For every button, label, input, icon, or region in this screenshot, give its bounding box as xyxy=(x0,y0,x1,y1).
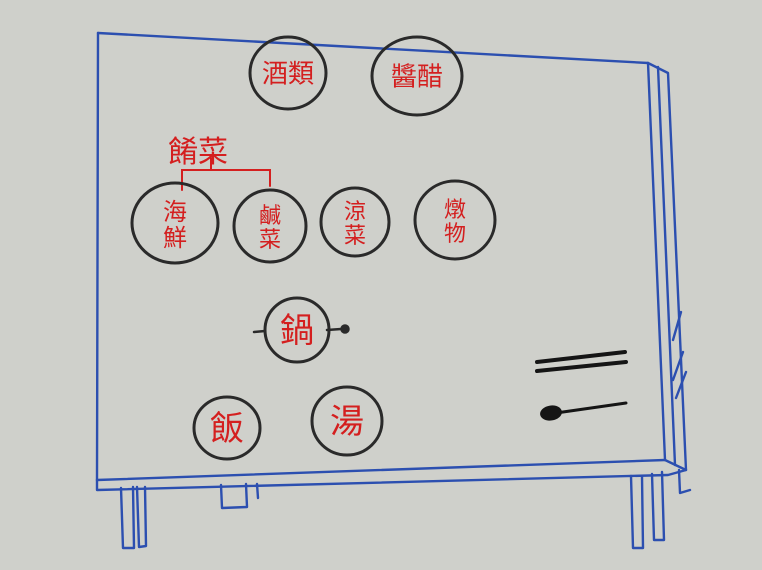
dish-circle-seafood xyxy=(130,181,220,265)
table-leg-middle xyxy=(219,482,249,510)
dish-sauces: 醬醋 xyxy=(370,35,464,117)
group-label: 餚菜 xyxy=(168,135,228,170)
table-side-line xyxy=(656,65,677,467)
table-leg-right-inner xyxy=(650,470,666,542)
dish-label-stew: 燉物 xyxy=(444,198,466,247)
dish-label-drinks: 酒類 xyxy=(262,59,314,89)
dish-label-sauces: 醬醋 xyxy=(391,62,443,92)
group-bracket xyxy=(181,157,271,191)
table-apron xyxy=(95,468,688,492)
table-leg-left xyxy=(119,485,136,550)
dish-circle-cold xyxy=(319,186,391,258)
dish-stew: 燉物 xyxy=(413,179,497,261)
dish-circle-soup xyxy=(310,385,384,457)
dish-label-seafood: 海鮮 xyxy=(163,198,187,252)
table-leg-back xyxy=(677,468,692,495)
table-top-edge xyxy=(96,31,650,65)
dish-circle-drinks xyxy=(248,35,328,111)
table-front-edge xyxy=(95,458,667,482)
spoon-icon xyxy=(540,401,628,421)
dish-soup: 湯 xyxy=(310,385,384,457)
table-leg-right xyxy=(629,474,645,550)
dish-drinks: 酒類 xyxy=(248,35,328,111)
dish-label-cold: 涼菜 xyxy=(344,200,366,249)
table-right-edge xyxy=(646,61,667,462)
pot-handles xyxy=(252,324,350,334)
dish-label-soup: 湯 xyxy=(330,402,364,442)
dish-circle-salty xyxy=(232,188,308,264)
table-left-edge xyxy=(95,31,100,482)
table-edge-strokes xyxy=(671,310,688,400)
dish-label-pot: 鍋 xyxy=(280,311,314,351)
dish-label-salty: 鹹菜 xyxy=(259,204,281,253)
chopsticks-icon xyxy=(535,350,628,373)
dish-circle-rice xyxy=(192,395,262,461)
table-leg-middle-2 xyxy=(255,482,260,500)
dish-salty: 鹹菜 xyxy=(232,188,308,264)
dish-label-rice: 飯 xyxy=(210,409,244,449)
dish-rice: 飯 xyxy=(192,395,262,461)
table-outline xyxy=(95,31,692,550)
dish-cold: 涼菜 xyxy=(319,186,391,258)
dish-circle-stew xyxy=(413,179,497,261)
dish-circle-sauces xyxy=(370,35,464,117)
dish-seafood: 海鮮 xyxy=(130,181,220,265)
table-leg-left-inner xyxy=(135,485,148,549)
